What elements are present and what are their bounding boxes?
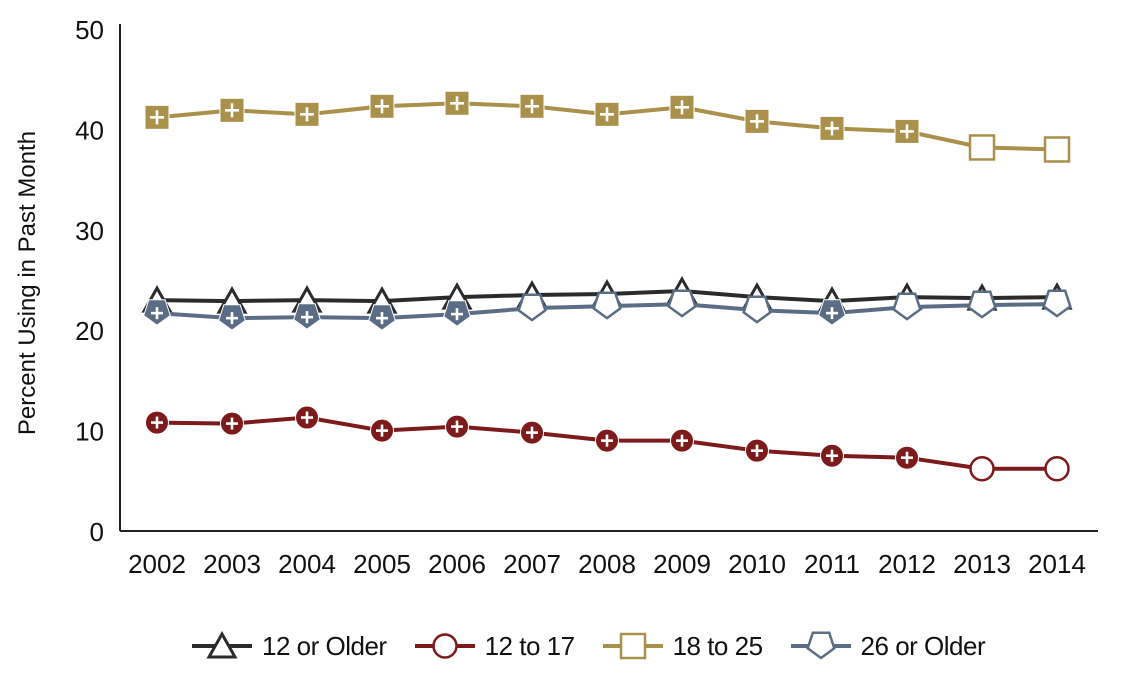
data-point[interactable]: 12 to 17 2009: 9: [670, 428, 694, 453]
data-point[interactable]: 26 or Older 2007: 22.2: [517, 293, 547, 322]
legend-label: 18 to 25: [672, 630, 763, 661]
x-tick-label: 2004: [278, 549, 336, 579]
data-point[interactable]: 18 to 25 2014: 38: [1043, 136, 1071, 163]
x-tick-label: 2005: [353, 549, 411, 579]
x-tick-label: 2012: [878, 549, 936, 579]
series-12-to-17: 12 to 17 2002: 10.8 12 to 17 2003: 10.7 12…: [145, 405, 1070, 482]
y-tick-label: 50: [75, 15, 104, 45]
legend-label: 12 or Older: [262, 630, 387, 661]
legend-item-12-or-older[interactable]: 12 or Older: [190, 631, 387, 662]
data-point[interactable]: 12 to 17 2012: 7.3: [895, 445, 919, 470]
legend-label: 12 to 17: [484, 630, 575, 661]
x-tick-label: 2002: [128, 549, 186, 579]
square-marker-icon: [602, 632, 663, 660]
x-tick-label: 2013: [953, 549, 1011, 579]
legend-item-18-to-25[interactable]: 18 to 25: [601, 631, 763, 662]
y-tick-label: 20: [75, 316, 104, 346]
data-point[interactable]: 12 to 17 2008: 9: [595, 428, 619, 453]
y-axis-title: Percent Using in Past Month: [14, 131, 41, 435]
data-point[interactable]: 12 to 17 2002: 10.8: [145, 410, 169, 435]
data-point[interactable]: 18 to 25 2007: 42.3: [519, 93, 545, 119]
series-26-or-older: 26 or Older 2002: 21.7 26 or Older 2003: …: [143, 289, 1072, 331]
data-point[interactable]: 18 to 25 2012: 39.8: [894, 118, 920, 144]
data-point[interactable]: 12 to 17 2005: 10: [370, 418, 394, 443]
legend-item-26-or-older[interactable]: 26 or Older: [789, 631, 986, 662]
data-point[interactable]: 12 to 17 2011: 7.5: [820, 443, 844, 468]
y-tick-label: 40: [75, 115, 104, 145]
data-point[interactable]: 26 or Older 2002: 21.7: [143, 299, 171, 326]
data-point[interactable]: 18 to 25 2008: 41.5: [594, 101, 620, 127]
data-point[interactable]: 12 to 17 2004: 11.3: [295, 405, 319, 430]
x-tick-label: 2003: [203, 549, 261, 579]
circle-marker-icon: [414, 633, 475, 659]
chart-axes: 0 10 20 30 40 50 2002 2003 2004 2005 2006 2007 2008 2…: [75, 15, 1098, 579]
data-point[interactable]: 26 or Older 2005: 21.2: [368, 304, 396, 331]
data-point[interactable]: 26 or Older 2014: 22.6: [1042, 289, 1072, 318]
data-point[interactable]: 12 to 17 2007: 9.8: [520, 420, 544, 445]
x-tick-label: 2011: [804, 549, 860, 579]
triangle-marker-icon: [192, 631, 252, 659]
data-point[interactable]: 26 or Older 2010: 22: [742, 295, 772, 324]
data-point[interactable]: 12 to 17 2014: 6.2: [1044, 456, 1070, 482]
x-tick-label: 2008: [578, 549, 636, 579]
data-point[interactable]: 12 to 17 2006: 10.4: [445, 414, 469, 439]
data-point[interactable]: 12 to 17 2013: 6.2: [969, 456, 995, 482]
data-point[interactable]: 18 to 25 2010: 40.8: [744, 108, 770, 134]
data-point[interactable]: 26 or Older 2011: 21.7: [818, 299, 846, 326]
chart-legend: 12 or Older 12 to 17 18 to 25 26 or Olde…: [190, 624, 986, 668]
data-point[interactable]: 26 or Older 2008: 22.4: [592, 291, 622, 320]
x-tick-label: 2007: [503, 549, 561, 579]
data-point[interactable]: 18 to 25 2004: 41.5: [294, 101, 320, 127]
chart-series: 12 or Older 2002: 2312 or Older 2003: 22…: [141, 90, 1073, 482]
data-point[interactable]: 18 to 25 2013: 38.2: [968, 134, 996, 161]
x-tick-label: 2006: [428, 549, 486, 579]
data-point[interactable]: 18 to 25 2009: 42.2: [669, 94, 695, 120]
data-point[interactable]: 18 to 25 2006: 42.6: [444, 90, 470, 116]
data-point[interactable]: 18 to 25 2005: 42.3: [369, 93, 395, 119]
x-tick-label: 2014: [1028, 549, 1086, 579]
x-tick-label: 2010: [728, 549, 786, 579]
data-point[interactable]: 18 to 25 2003: 41.9: [219, 97, 245, 123]
data-point[interactable]: 18 to 25 2011: 40.1: [819, 115, 845, 141]
data-point[interactable]: 26 or Older 2013: 22.5: [967, 290, 997, 319]
data-point[interactable]: 26 or Older 2003: 21.2: [218, 304, 246, 331]
legend-label: 26 or Older: [860, 630, 986, 661]
series-18-to-25: 18 to 25 2002: 41.2 18 to 25 2003: 41.9 18…: [144, 90, 1071, 163]
y-tick-label: 30: [75, 216, 104, 246]
y-tick-label: 0: [90, 517, 104, 547]
data-point[interactable]: 26 or Older 2004: 21.3: [293, 303, 321, 330]
data-point[interactable]: 26 or Older 2012: 22.3: [892, 292, 922, 321]
data-point[interactable]: 12 to 17 2010: 8: [745, 438, 769, 463]
y-tick-label: 10: [75, 417, 104, 447]
data-point[interactable]: 12 to 17 2003: 10.7: [220, 411, 244, 436]
data-point[interactable]: 18 to 25 2002: 41.2: [144, 104, 170, 130]
pentagon-marker-icon: [790, 631, 851, 660]
data-point[interactable]: 26 or Older 2006: 21.6: [443, 300, 471, 327]
x-tick-label: 2009: [653, 549, 711, 579]
legend-item-12-to-17[interactable]: 12 to 17: [413, 631, 575, 662]
data-point[interactable]: 26 or Older 2009: 22.6: [667, 289, 697, 318]
